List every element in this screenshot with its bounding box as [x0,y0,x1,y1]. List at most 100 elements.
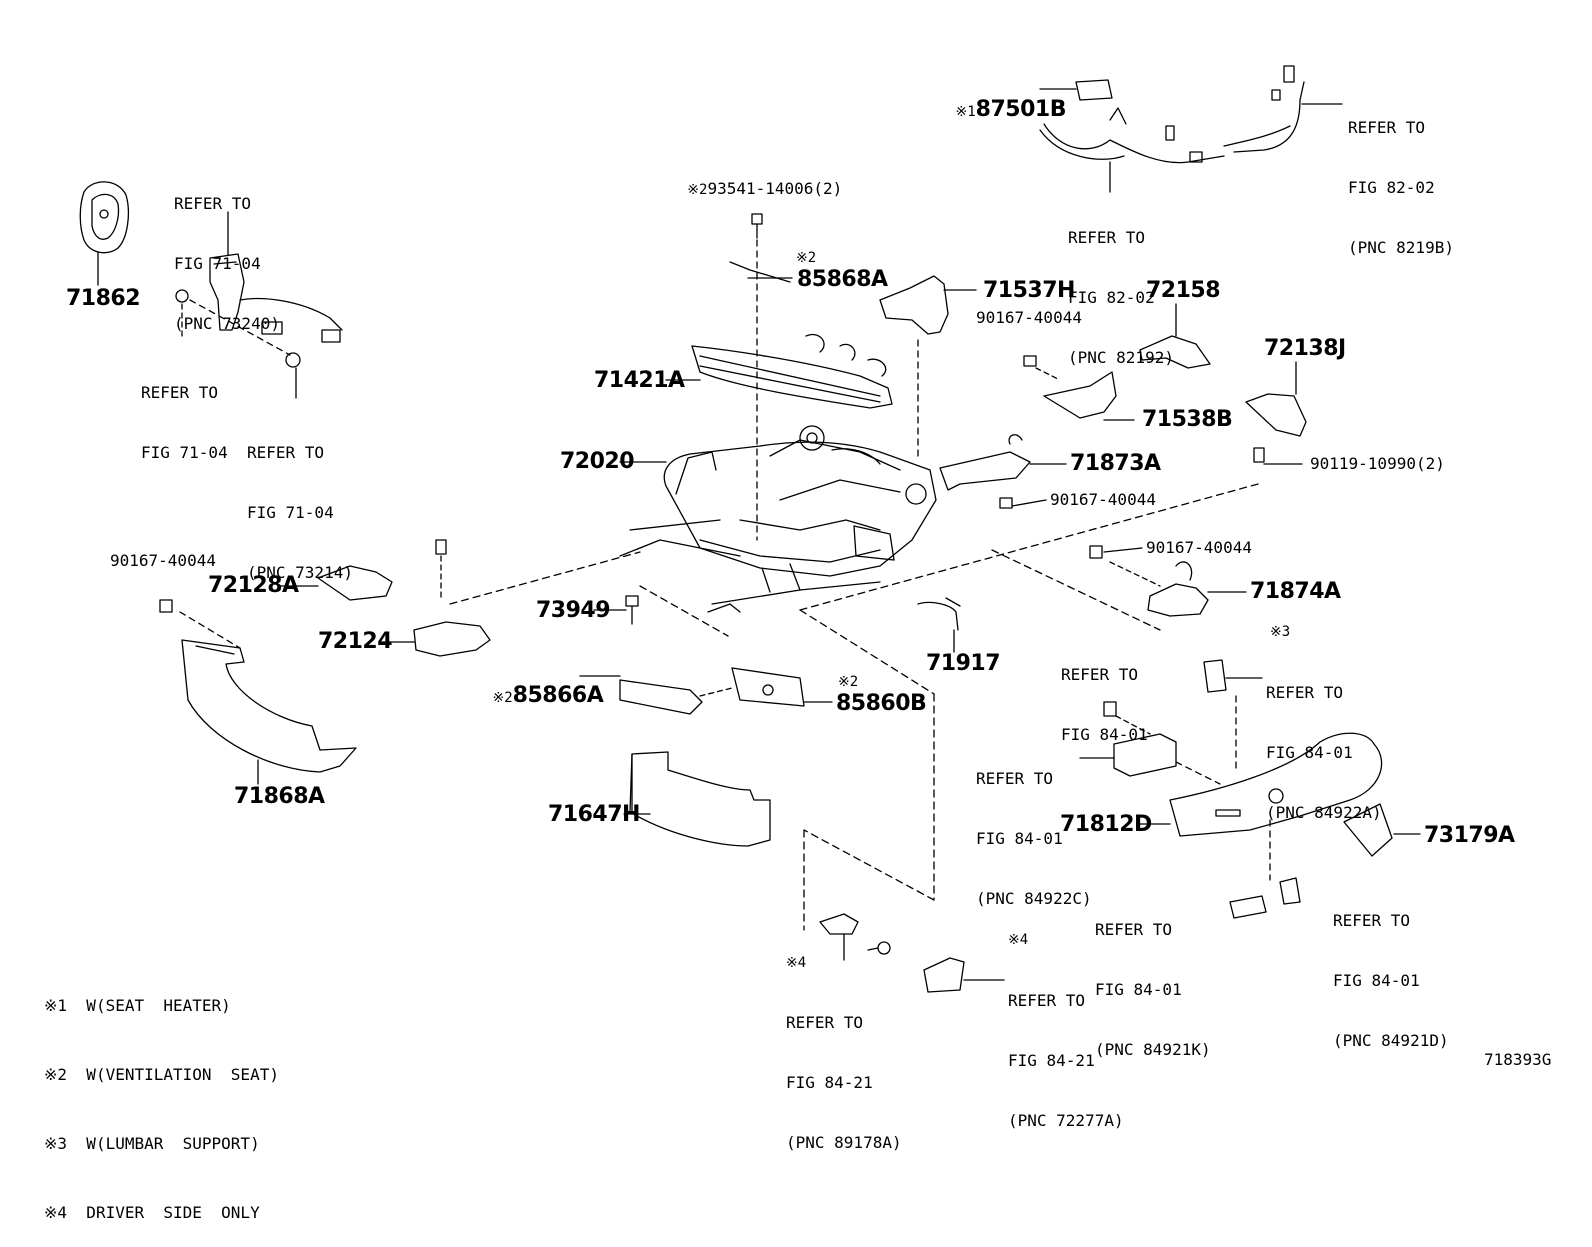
note-marker: ※2 [687,182,708,198]
refer-fig-71-04[interactable]: REFER TO FIG 71-04 [141,343,228,483]
ref-line: FIG 84-01 [1333,971,1420,990]
ref-line: (PNC 73214) [247,563,353,582]
ref-line: FIG 84-21 [1008,1051,1095,1070]
part-number-73179a[interactable]: 73179A [1424,823,1515,848]
part-number-85866a: 85866A [512,683,604,708]
part-85866a-label[interactable]: ※285866A [472,664,603,708]
ref-line: (PNC 84921D) [1333,1031,1449,1050]
part-number-73949[interactable]: 73949 [536,598,611,623]
ref-line: FIG 82-02 [1068,288,1155,307]
part-number-71862[interactable]: 71862 [66,286,141,311]
ref-line: FIG 71-04 [247,503,334,522]
part-harness-drawing [1039,65,1343,193]
part-number-72158[interactable]: 72158 [1146,278,1221,303]
ref-line: REFER TO [141,383,219,402]
part-number-72020[interactable]: 72020 [560,449,635,474]
ref-line: FIG 84-01 [1266,743,1353,762]
note-marker-89178a: ※4 [786,955,807,971]
part-93541-label[interactable]: ※293541-14006(2) [668,159,842,200]
ref-line: FIG 84-21 [786,1073,873,1092]
part-number-85868a[interactable]: 85868A [797,267,888,292]
part-number-71537h[interactable]: 71537H [983,278,1075,303]
ref-line: (PNC 84921K) [1095,1040,1211,1059]
part-number-93541-14006: 93541-14006(2) [707,179,843,198]
part-number-90167-40044-c[interactable]: 90167-40044 [1146,538,1252,557]
part-number-71874a[interactable]: 71874A [1250,579,1341,604]
part-buckle-drawing [175,211,343,399]
part-number-90167-40044-d[interactable]: 90167-40044 [110,551,216,570]
ref-line: REFER TO [1266,683,1344,702]
refer-fig-84-01[interactable]: REFER TO FIG 84-01 [1061,625,1148,765]
ref-line: REFER TO [976,769,1054,788]
ref-line: FIG 84-01 [976,829,1063,848]
part-lower-right-drawing [1079,659,1421,919]
part-number-72124[interactable]: 72124 [318,629,393,654]
part-number-71647h[interactable]: 71647H [548,802,640,827]
note-2: ※2 W(VENTILATION SEAT) [44,1065,279,1084]
ref-line: (PNC 89178A) [786,1133,902,1152]
refer-fig-84-01-pnc-84922c[interactable]: REFER TO FIG 84-01 (PNC 84922C) [976,729,1092,929]
part-number-72128a[interactable]: 72128A [208,573,299,598]
note-marker-72277a: ※4 [1008,932,1029,948]
part-71917-drawing [917,597,961,653]
part-screw-85868a-drawing [729,213,793,541]
ref-line: (PNC 73240) [174,314,280,333]
note-1: ※1 W(SEAT HEATER) [44,996,231,1015]
note-4: ※4 DRIVER SIDE ONLY [44,1203,260,1222]
part-number-85860b[interactable]: 85860B [836,691,927,716]
ref-line: FIG 71-04 [141,443,228,462]
refer-fig-71-04-pnc-73214[interactable]: REFER TO FIG 71-04 (PNC 73214) [247,403,353,603]
notes-legend: ※1 W(SEAT HEATER) ※2 W(VENTILATION SEAT)… [44,948,279,1247]
parts-diagram [79,65,1421,993]
part-71537h-drawing [879,275,977,461]
part-number-71868a[interactable]: 71868A [234,784,325,809]
ref-line: FIG 71-04 [174,254,261,273]
note-marker-84922a: ※3 [1270,624,1291,640]
part-number-71538b[interactable]: 71538B [1142,407,1233,432]
part-number-71421a[interactable]: 71421A [594,368,685,393]
part-number-71873a[interactable]: 71873A [1070,451,1161,476]
part-number-87501b: 87501B [975,97,1067,122]
ref-line: REFER TO [1333,911,1411,930]
refer-fig-84-01-pnc-84921d[interactable]: REFER TO FIG 84-01 (PNC 84921D) [1333,871,1449,1071]
part-left-covers-drawing [159,539,729,657]
figure-code: 718393G [1484,1050,1552,1069]
ref-line: REFER TO [1008,991,1086,1010]
part-71862-drawing [79,181,129,286]
ref-line: FIG 84-01 [1095,980,1182,999]
note-3: ※3 W(LUMBAR SUPPORT) [44,1134,260,1153]
note-marker: ※2 [492,690,513,706]
ref-line: REFER TO [1348,118,1426,137]
refer-fig-82-02-pnc-82192[interactable]: REFER TO FIG 82-02 (PNC 82192) [1068,188,1174,388]
part-ventilation-drawing [579,609,935,931]
part-bottom-drawing [819,913,1005,993]
refer-fig-84-21-pnc-89178a[interactable]: REFER TO FIG 84-21 (PNC 89178A) [786,973,902,1173]
note-marker: ※1 [955,104,976,120]
ref-line: FIG 84-01 [1061,725,1148,744]
refer-fig-82-02-pnc-8219b[interactable]: REFER TO FIG 82-02 (PNC 8219B) [1348,78,1454,278]
part-number-90167-40044-b[interactable]: 90167-40044 [1050,490,1156,509]
part-71647h-drawing [623,751,771,847]
part-number-90167-40044-a[interactable]: 90167-40044 [976,308,1082,327]
refer-fig-84-01-pnc-84921k[interactable]: REFER TO FIG 84-01 (PNC 84921K) [1095,880,1211,1080]
part-71868a-drawing [181,639,357,785]
ref-line: REFER TO [786,1013,864,1032]
part-number-71917[interactable]: 71917 [926,651,1001,676]
ref-line: REFER TO [174,194,252,213]
ref-line: REFER TO [1095,920,1173,939]
ref-line: REFER TO [1061,665,1139,684]
refer-fig-84-01-pnc-84922a[interactable]: REFER TO FIG 84-01 (PNC 84922A) [1266,643,1382,843]
ref-line: (PNC 84922C) [976,889,1092,908]
part-87501b-label[interactable]: ※187501B [935,78,1066,122]
refer-fig-71-04-pnc-73240[interactable]: REFER TO FIG 71-04 (PNC 73240) [174,154,280,354]
part-number-71812d[interactable]: 71812D [1060,812,1152,837]
part-number-72138j[interactable]: 72138J [1264,336,1346,361]
note-marker-85860b: ※2 [838,674,859,690]
part-number-90119-10990[interactable]: 90119-10990(2) [1310,454,1445,473]
part-71874a-drawing [991,545,1247,631]
part-72020-drawing [619,425,937,613]
part-71421a-drawing [665,333,893,409]
refer-fig-84-21-pnc-72277a[interactable]: REFER TO FIG 84-21 (PNC 72277A) [1008,951,1124,1151]
note-marker-85868a: ※2 [796,250,817,266]
ref-line: REFER TO [1068,228,1146,247]
